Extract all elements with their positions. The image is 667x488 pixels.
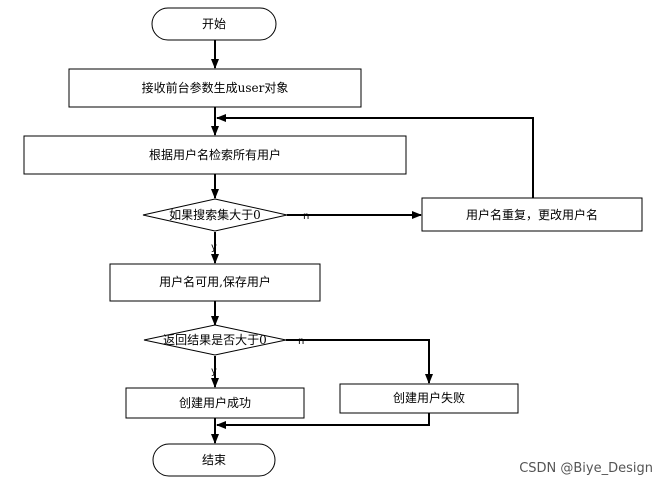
node-end: 结束 — [152, 443, 276, 477]
edge-label-check-set-no: n — [303, 211, 309, 222]
node-check-result: 返回结果是否大于0 — [143, 324, 287, 356]
edge-duplicate-loop-back — [216, 114, 534, 198]
edge-label-check-set-yes: y — [211, 242, 217, 253]
node-query-user: 根据用户名检索所有用户 — [23, 135, 407, 175]
node-available-save: 用户名可用,保存用户 — [109, 263, 321, 302]
edge-label-check-result-no: n — [298, 336, 304, 347]
node-create-success-label: 创建用户成功 — [179, 395, 251, 410]
node-check-result-label: 返回结果是否大于0 — [163, 333, 267, 347]
watermark-text: CSDN @Biye_Design — [519, 461, 653, 476]
node-duplicate: 用户名重复，更改用户名 — [421, 197, 643, 232]
node-receive-params-label: 接收前台参数生成user对象 — [142, 80, 289, 95]
node-check-set: 如果搜索集大于0 — [142, 198, 288, 232]
node-create-success: 创建用户成功 — [125, 387, 305, 419]
edges — [211, 40, 534, 444]
node-check-set-label: 如果搜索集大于0 — [169, 207, 261, 222]
node-query-user-label: 根据用户名检索所有用户 — [149, 147, 281, 162]
node-create-fail-label: 创建用户失败 — [393, 390, 465, 405]
node-receive-params: 接收前台参数生成user对象 — [68, 68, 362, 108]
edge-fail-to-merge — [216, 413, 430, 429]
node-duplicate-label: 用户名重复，更改用户名 — [466, 207, 598, 222]
node-available-save-label: 用户名可用,保存用户 — [159, 274, 271, 289]
node-start-label: 开始 — [202, 17, 226, 31]
node-create-fail: 创建用户失败 — [339, 383, 519, 414]
node-start: 开始 — [151, 7, 277, 41]
edge-label-check-result-yes: y — [211, 366, 217, 377]
node-end-label: 结束 — [202, 453, 226, 467]
edge-check-result-no — [286, 339, 433, 384]
